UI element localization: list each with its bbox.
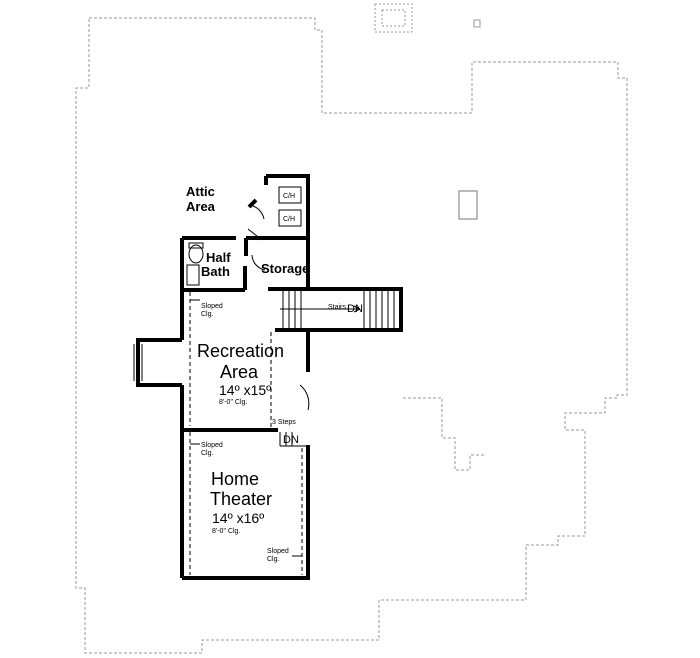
sloped-note-1b: Clg. [201, 311, 214, 318]
chimney-outline [374, 3, 413, 33]
recreation-ceiling: 8'-0" Clg. [219, 399, 247, 406]
fixtures [133, 186, 395, 447]
home-theater-label-line1: Home [211, 469, 259, 489]
sloped-note-1a: Sloped [201, 303, 223, 310]
stairs-label: Stairs [328, 304, 346, 311]
recreation-label-line2: Area [220, 362, 259, 382]
walls [136, 174, 403, 580]
sloped-note-2b: Clg. [201, 450, 214, 457]
home-theater-label-line2: Theater [210, 489, 272, 509]
home-theater-ceiling: 8'-0" Clg. [212, 528, 240, 535]
vent-marker [473, 19, 481, 28]
recreation-label-line1: Recreation [197, 341, 284, 361]
attic-label-line1: Attic [186, 184, 215, 199]
closet-label-1: C/H [283, 193, 295, 200]
sloped-ceiling-lines [189, 292, 303, 575]
sloped-note-2a: Sloped [201, 442, 223, 449]
recreation-size: 14º x15º [219, 382, 271, 398]
sloped-arrows [190, 299, 302, 557]
half-bath-label-line2: Bath [201, 264, 230, 279]
home-theater-size: 14º x16º [212, 510, 264, 526]
closet-label-2: C/H [283, 216, 295, 223]
stairs-dn-label: DN [347, 303, 363, 315]
attic-label-line2: Area [186, 199, 216, 214]
steps-dn-label: DN [283, 434, 299, 446]
half-bath-label-line1: Half [206, 250, 231, 265]
sloped-note-3b: Clg. [267, 556, 280, 563]
lower-floor-outline [75, 17, 628, 654]
skylight-marker [458, 190, 478, 220]
sloped-note-3a: Sloped [267, 548, 289, 555]
three-steps-label: 3 Steps [272, 419, 296, 426]
storage-label: Storage [261, 261, 309, 276]
